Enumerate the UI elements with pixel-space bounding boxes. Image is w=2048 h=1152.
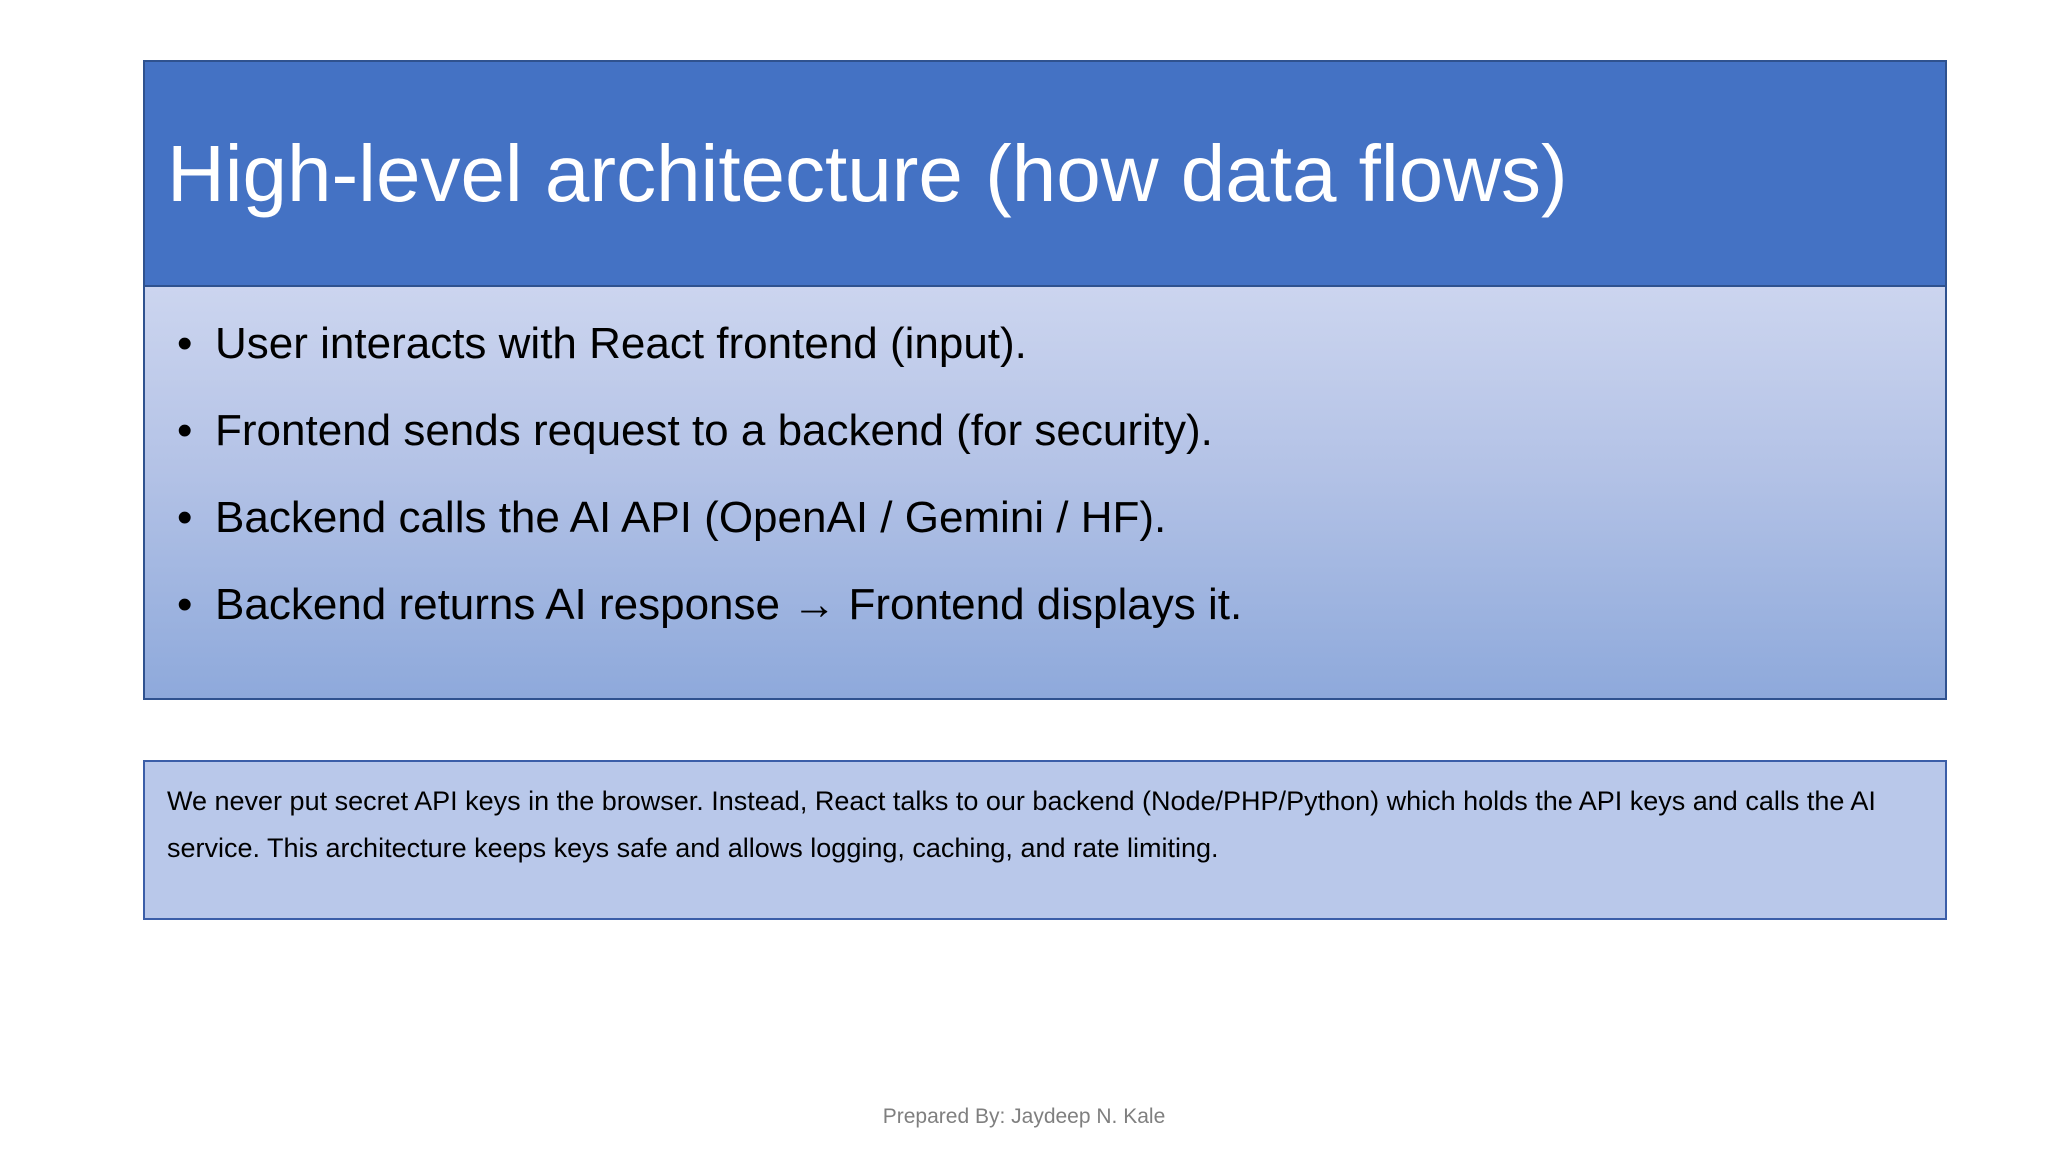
- note-box: We never put secret API keys in the brow…: [143, 760, 1947, 920]
- slide-title: High-level architecture (how data flows): [167, 128, 1568, 218]
- content-box: User interacts with React frontend (inpu…: [143, 287, 1947, 700]
- bullet-item: Frontend sends request to a backend (for…: [175, 402, 1915, 460]
- bullet-item: Backend returns AI response → Frontend d…: [175, 576, 1915, 634]
- bullet-item: User interacts with React frontend (inpu…: [175, 315, 1915, 373]
- note-text: We never put secret API keys in the brow…: [167, 786, 1876, 863]
- bullet-item: Backend calls the AI API (OpenAI / Gemin…: [175, 489, 1915, 547]
- title-box: High-level architecture (how data flows): [143, 60, 1947, 287]
- bullet-list: User interacts with React frontend (inpu…: [145, 287, 1945, 634]
- slide-footer: Prepared By: Jaydeep N. Kale: [0, 1105, 2048, 1129]
- footer-text: Prepared By: Jaydeep N. Kale: [882, 1105, 1166, 1128]
